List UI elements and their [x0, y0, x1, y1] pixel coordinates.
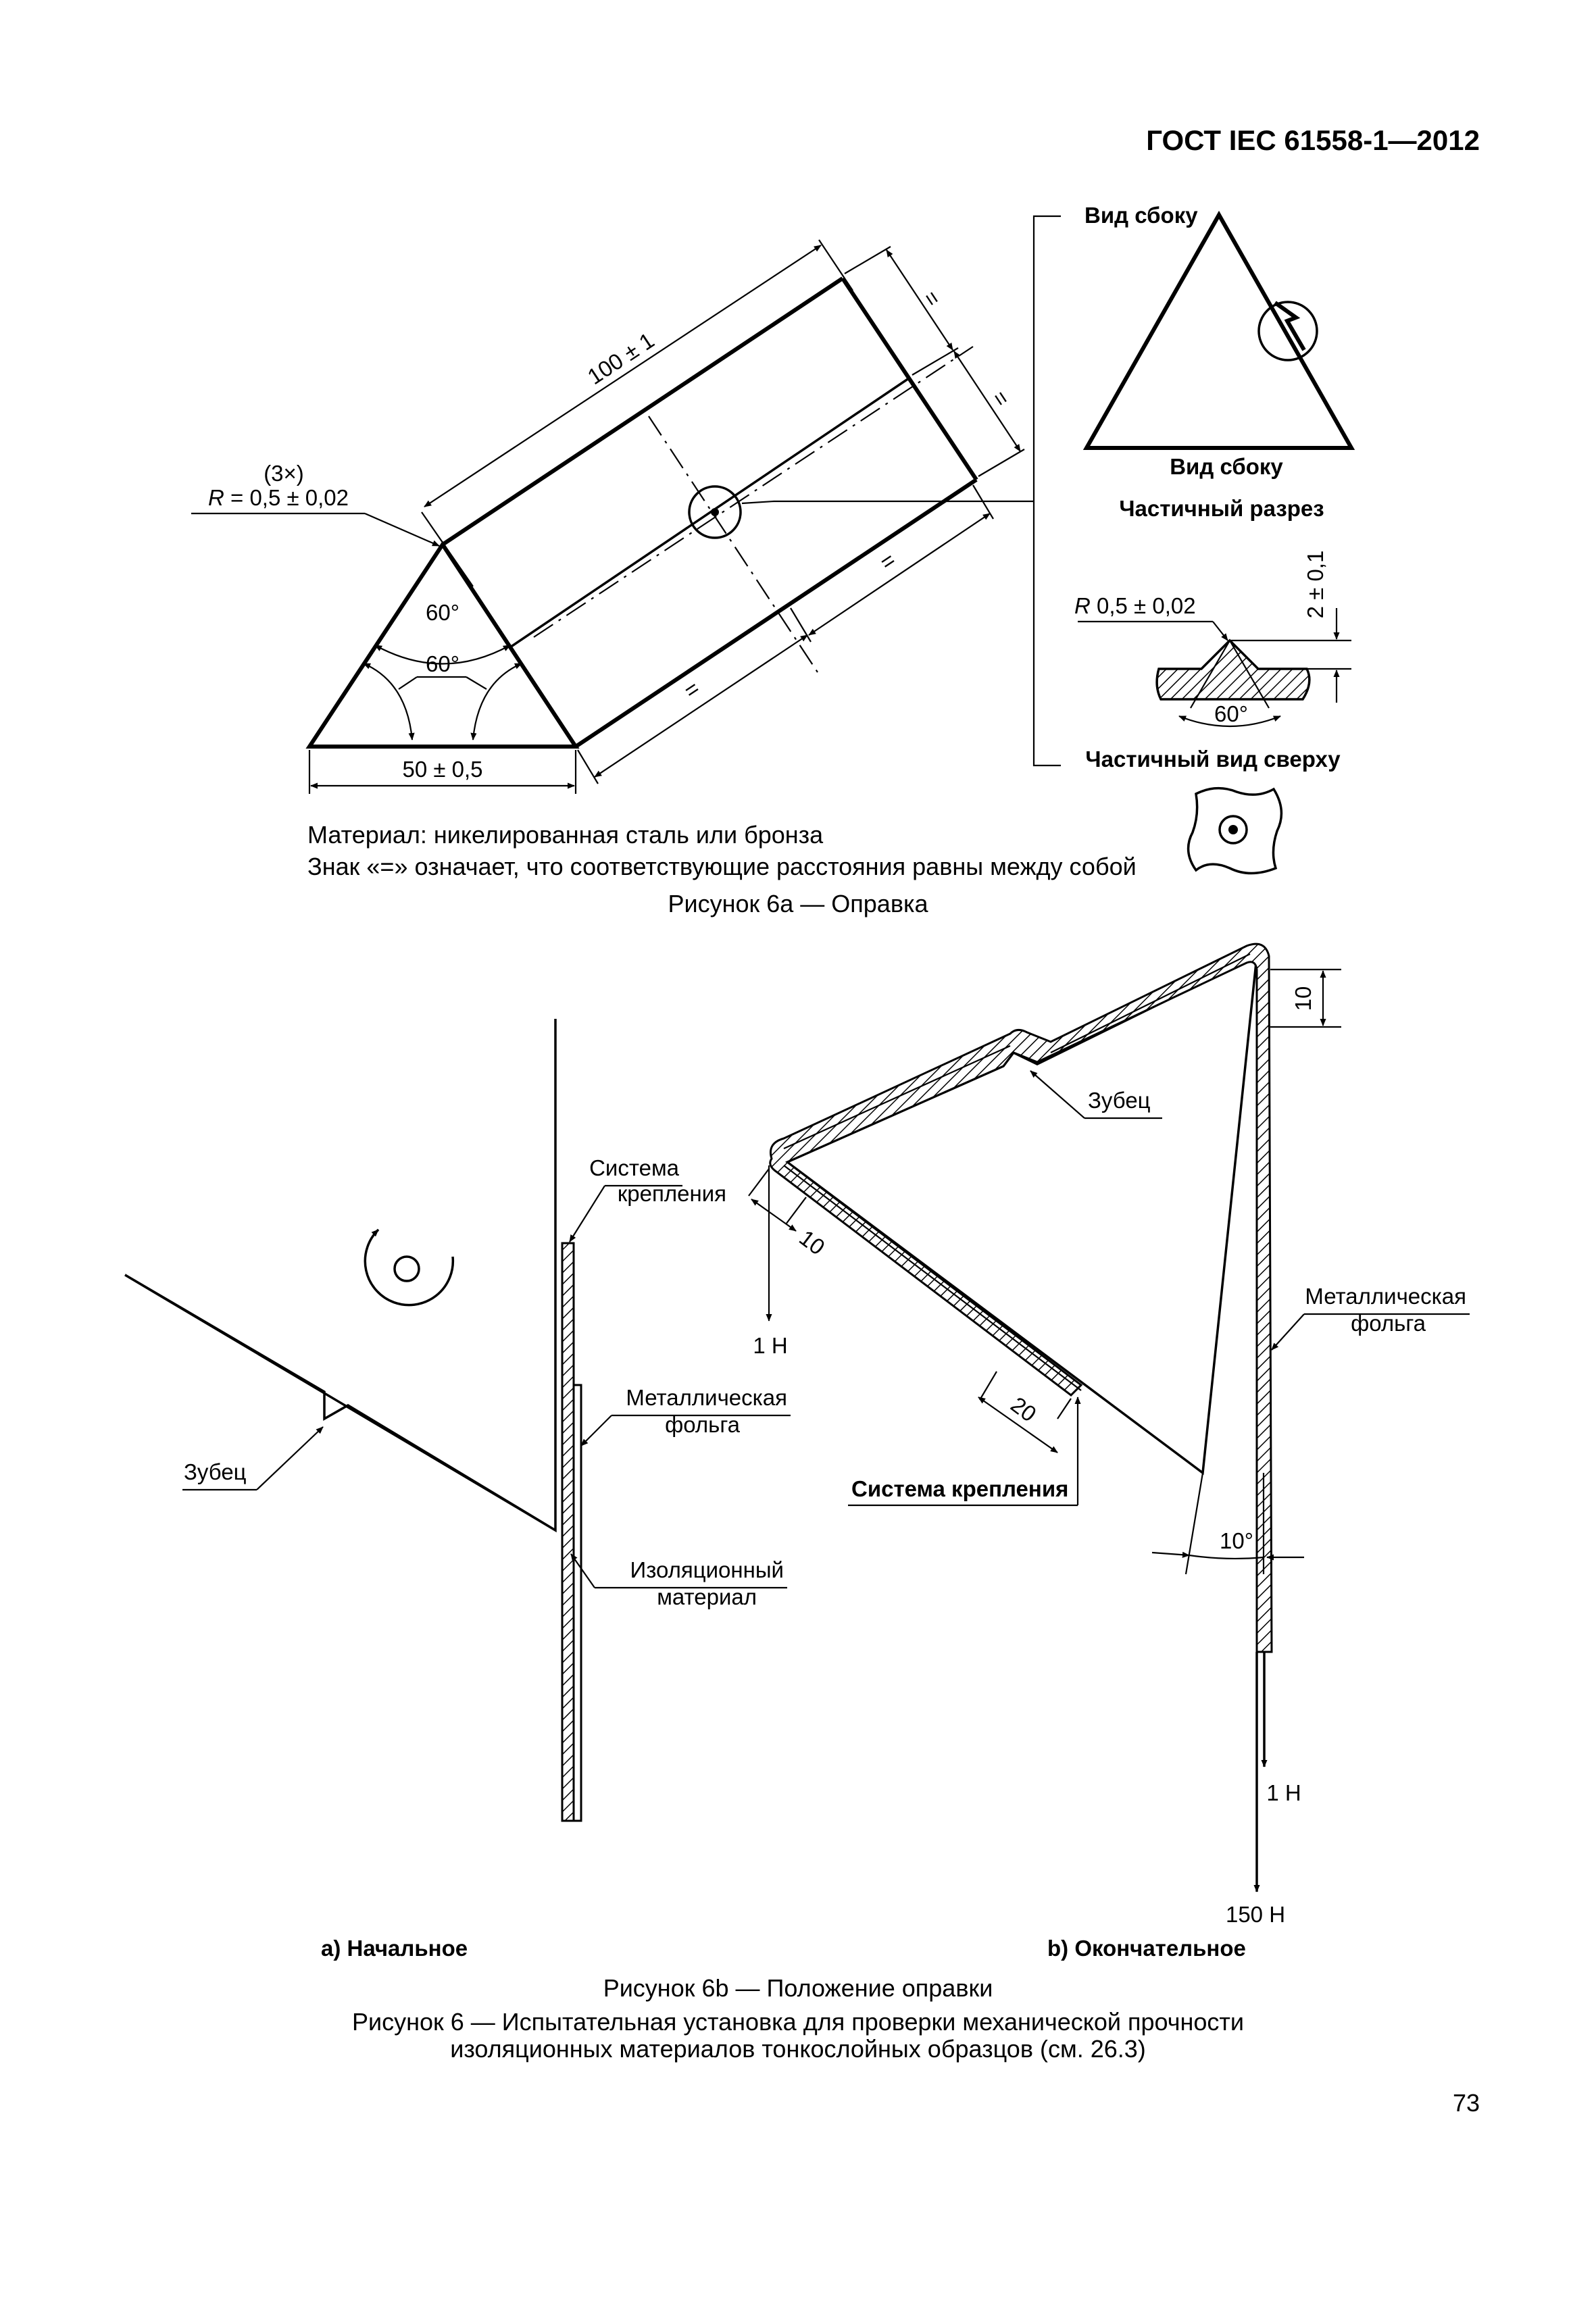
insulation-strip: [561, 1242, 575, 1822]
views-bracket: [1032, 215, 1061, 767]
radius-symbol: R: [208, 485, 224, 510]
figure-6a-caption: Рисунок 6а — Оправка: [668, 890, 928, 917]
angle-arc-top: [374, 645, 511, 665]
partial-top-view-shape: [1187, 787, 1283, 875]
final-tooth-label: Зубец: [1088, 1088, 1151, 1113]
equal-mark-1: =: [918, 286, 946, 311]
figure-6b-initial: Система крепления Металлическая фольга И…: [124, 1019, 791, 1961]
initial-mandrel-pin: [393, 1255, 420, 1282]
centre-line-long: [533, 346, 974, 638]
final-dim-10-left: 10: [795, 1225, 830, 1260]
side-view-triangle: [1082, 210, 1355, 450]
final-force-left: 1 Н: [753, 1333, 787, 1358]
final-force-1: 1 Н: [1266, 1780, 1301, 1805]
side-view-bottom-label: Вид сбоку: [1170, 454, 1283, 479]
angle-arc-left: [363, 662, 415, 740]
standard-header: ГОСТ IEC 61558-1—2012: [1146, 124, 1480, 156]
radius-count-label: (3×): [264, 461, 304, 486]
equal-sign-note: Знак «=» означает, что соответствующие р…: [307, 853, 1137, 880]
detail-height-label: 2 ± 0,1: [1303, 551, 1328, 619]
page-number: 73: [1453, 2089, 1480, 2117]
final-label: b) Окончательное: [1047, 1936, 1246, 1961]
final-dim-20: 20: [1006, 1392, 1041, 1427]
initial-mandrel-outline: [124, 1019, 557, 1533]
figure-6-caption-line1: Рисунок 6 — Испытательная установка для …: [352, 2008, 1244, 2036]
prism-middle-edge: [509, 377, 909, 649]
foil-strip: [572, 1384, 582, 1822]
detail-radius-value: 0,5 ± 0,02: [1091, 593, 1196, 618]
final-foil-line1: Металлическая: [1305, 1284, 1466, 1309]
equal-mark-3: =: [679, 676, 704, 703]
initial-label: a) Начальное: [321, 1936, 468, 1961]
prism-bottom-edge: [574, 478, 978, 749]
figure-6-caption-line2: изоляционных материалов тонкослойных обр…: [450, 2035, 1146, 2063]
rotation-arrow: [364, 1228, 455, 1307]
figure-6a-mandrel: 100 ± 1 (3×) R = 0,5 ± 0,02 60° 60° 50 ±…: [191, 203, 1355, 917]
final-force-150: 150 Н: [1226, 1902, 1285, 1927]
figure-6b-caption: Рисунок 6b — Положение оправки: [603, 1974, 993, 2002]
prism-top-edge: [441, 276, 844, 547]
side-view-detail-circle: [1257, 301, 1318, 361]
angle-arc-right: [470, 662, 522, 740]
detail-radius-label: R 0,5 ± 0,02: [1074, 593, 1196, 618]
angle-top-label: 60°: [426, 600, 459, 625]
dim-length-label: 100 ± 1: [583, 328, 659, 389]
prism-far-edge: [841, 277, 978, 481]
final-angle-label: 10°: [1220, 1528, 1253, 1553]
radius-value: = 0,5 ± 0,02: [224, 485, 349, 510]
radius-leader: [364, 512, 440, 547]
angle-mid-label: 60°: [426, 651, 459, 676]
final-wrapped-strip: [769, 942, 1273, 1653]
side-view-top-label: Вид сбоку: [1084, 203, 1198, 228]
pin-centre-dot: [711, 508, 719, 516]
equal-mark-4: =: [875, 547, 900, 575]
final-dim-10-top: 10: [1291, 986, 1316, 1011]
fixing-label-line2: крепления: [618, 1181, 726, 1206]
insulation-label-line2: материал: [657, 1584, 757, 1609]
detail-angle-label: 60°: [1214, 701, 1248, 726]
radius-label: R = 0,5 ± 0,02: [208, 485, 349, 510]
partial-section-label: Частичный разрез: [1119, 496, 1324, 521]
final-foil-line2: фольга: [1351, 1311, 1426, 1336]
figure-6b-final: 10 Зубец 10 1 Н Металлическая фольга 20 …: [748, 942, 1470, 1961]
foil-label-line1: Металлическая: [626, 1385, 787, 1410]
partial-top-view-label: Частичный вид сверху: [1085, 747, 1341, 772]
dim-base-label: 50 ± 0,5: [402, 757, 482, 782]
insulation-label-line1: Изоляционный: [630, 1557, 784, 1582]
detail-radius-symbol: R: [1074, 593, 1091, 618]
prism-triangle-face: [305, 540, 580, 749]
dim-length-line: [424, 245, 822, 507]
material-note: Материал: никелированная сталь или бронз…: [307, 821, 824, 849]
fixing-label-line1: Система: [589, 1155, 680, 1180]
final-fixing-label: Система крепления: [851, 1476, 1068, 1501]
section-detail-shape: [1155, 638, 1311, 701]
foil-label-line2: фольга: [665, 1412, 741, 1437]
initial-tooth-label: Зубец: [184, 1459, 247, 1484]
